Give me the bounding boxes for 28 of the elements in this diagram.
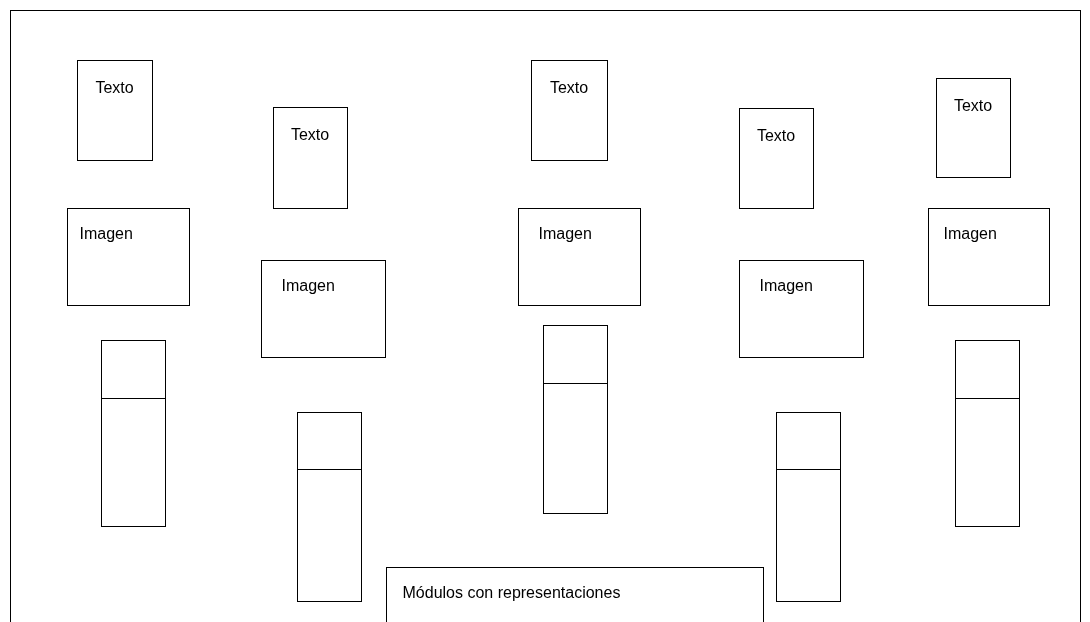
box-label: Texto bbox=[755, 126, 797, 145]
bar-box bbox=[296, 411, 362, 602]
content-box bbox=[260, 259, 386, 358]
bar-box bbox=[100, 339, 166, 527]
bar-box bbox=[775, 411, 841, 602]
box-label: Texto bbox=[548, 78, 590, 97]
content-box bbox=[76, 59, 153, 161]
content-box bbox=[66, 207, 190, 306]
box-label: Imagen bbox=[281, 276, 335, 295]
content-box bbox=[738, 259, 864, 358]
box-label: Texto bbox=[952, 96, 994, 115]
content-box bbox=[272, 106, 348, 209]
content-box bbox=[530, 59, 608, 161]
box-label: Texto bbox=[289, 125, 331, 144]
content-box bbox=[738, 107, 814, 209]
box-label: Imagen bbox=[538, 224, 592, 243]
box-label: Imagen bbox=[79, 224, 133, 243]
box-label: Imagen bbox=[759, 276, 813, 295]
box-label: Texto bbox=[94, 78, 135, 97]
content-box bbox=[927, 207, 1050, 306]
frame-box bbox=[10, 10, 1081, 622]
content-box bbox=[935, 77, 1011, 178]
box-label: Módulos con representaciones bbox=[402, 583, 621, 602]
content-box bbox=[517, 207, 641, 306]
bar-box bbox=[542, 324, 608, 514]
content-box bbox=[385, 566, 764, 622]
bar-box bbox=[954, 339, 1020, 527]
box-label: Imagen bbox=[943, 224, 997, 243]
